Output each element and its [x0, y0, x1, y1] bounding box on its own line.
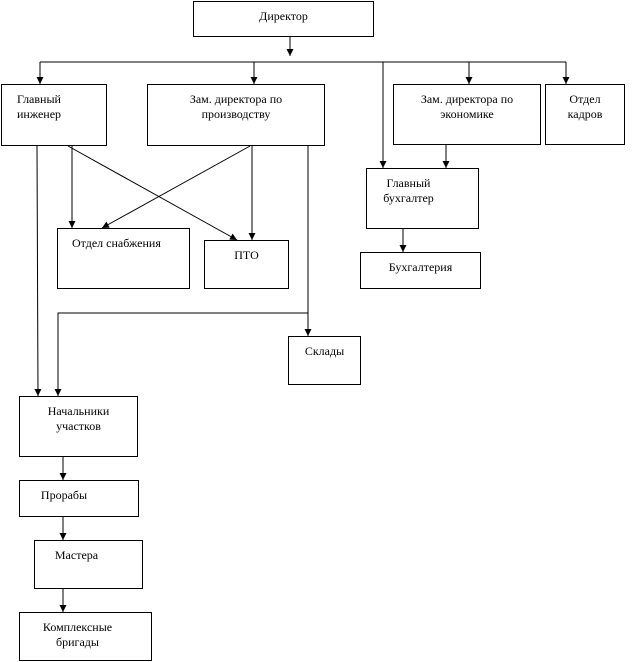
node-warehouses-label: Склады: [304, 344, 345, 358]
link-engineer-site-heads: [34, 145, 42, 397]
node-hr: Отдел кадров: [545, 84, 625, 145]
node-supply: Отдел снабжения: [57, 228, 190, 289]
node-deputy-production: Зам. директора по производству: [147, 84, 325, 146]
node-chief-engineer: Главный инженер: [1, 84, 107, 146]
node-brigades-label: Комплексные бригады: [42, 620, 113, 649]
node-chief-engineer-label: Главный инженер: [16, 92, 62, 121]
node-foremen-label: Прорабы: [40, 488, 88, 502]
node-pto: ПТО: [204, 240, 289, 289]
node-chief-accountant-label: Главный бухгалтер: [383, 176, 434, 205]
node-masters-label: Мастера: [54, 548, 99, 562]
node-brigades: Комплексные бригады: [19, 612, 152, 661]
node-accounting: Бухгалтерия: [360, 252, 481, 289]
node-site-heads-label: Начальники участков: [47, 404, 110, 433]
node-masters: Мастера: [34, 540, 143, 589]
node-accounting-label: Бухгалтерия: [388, 260, 453, 274]
node-supply-label: Отдел снабжения: [72, 236, 161, 250]
link-production-site-heads: [54, 312, 308, 396]
node-site-heads: Начальники участков: [19, 396, 138, 457]
link-production-supply: [101, 145, 251, 229]
node-director: Директор: [193, 1, 374, 37]
node-deputy-economics: Зам. директора по экономике: [393, 84, 541, 145]
node-warehouses: Склады: [288, 336, 361, 385]
node-pto-label: ПТО: [234, 248, 259, 262]
node-deputy-production-label: Зам. директора по производству: [189, 92, 283, 121]
node-foremen: Прорабы: [19, 480, 139, 517]
node-chief-accountant: Главный бухгалтер: [366, 168, 479, 229]
node-deputy-economics-label: Зам. директора по экономике: [420, 92, 514, 121]
link-engineer-pto: [67, 145, 238, 241]
node-hr-label: Отдел кадров: [567, 92, 603, 121]
node-director-label: Директор: [259, 9, 308, 23]
